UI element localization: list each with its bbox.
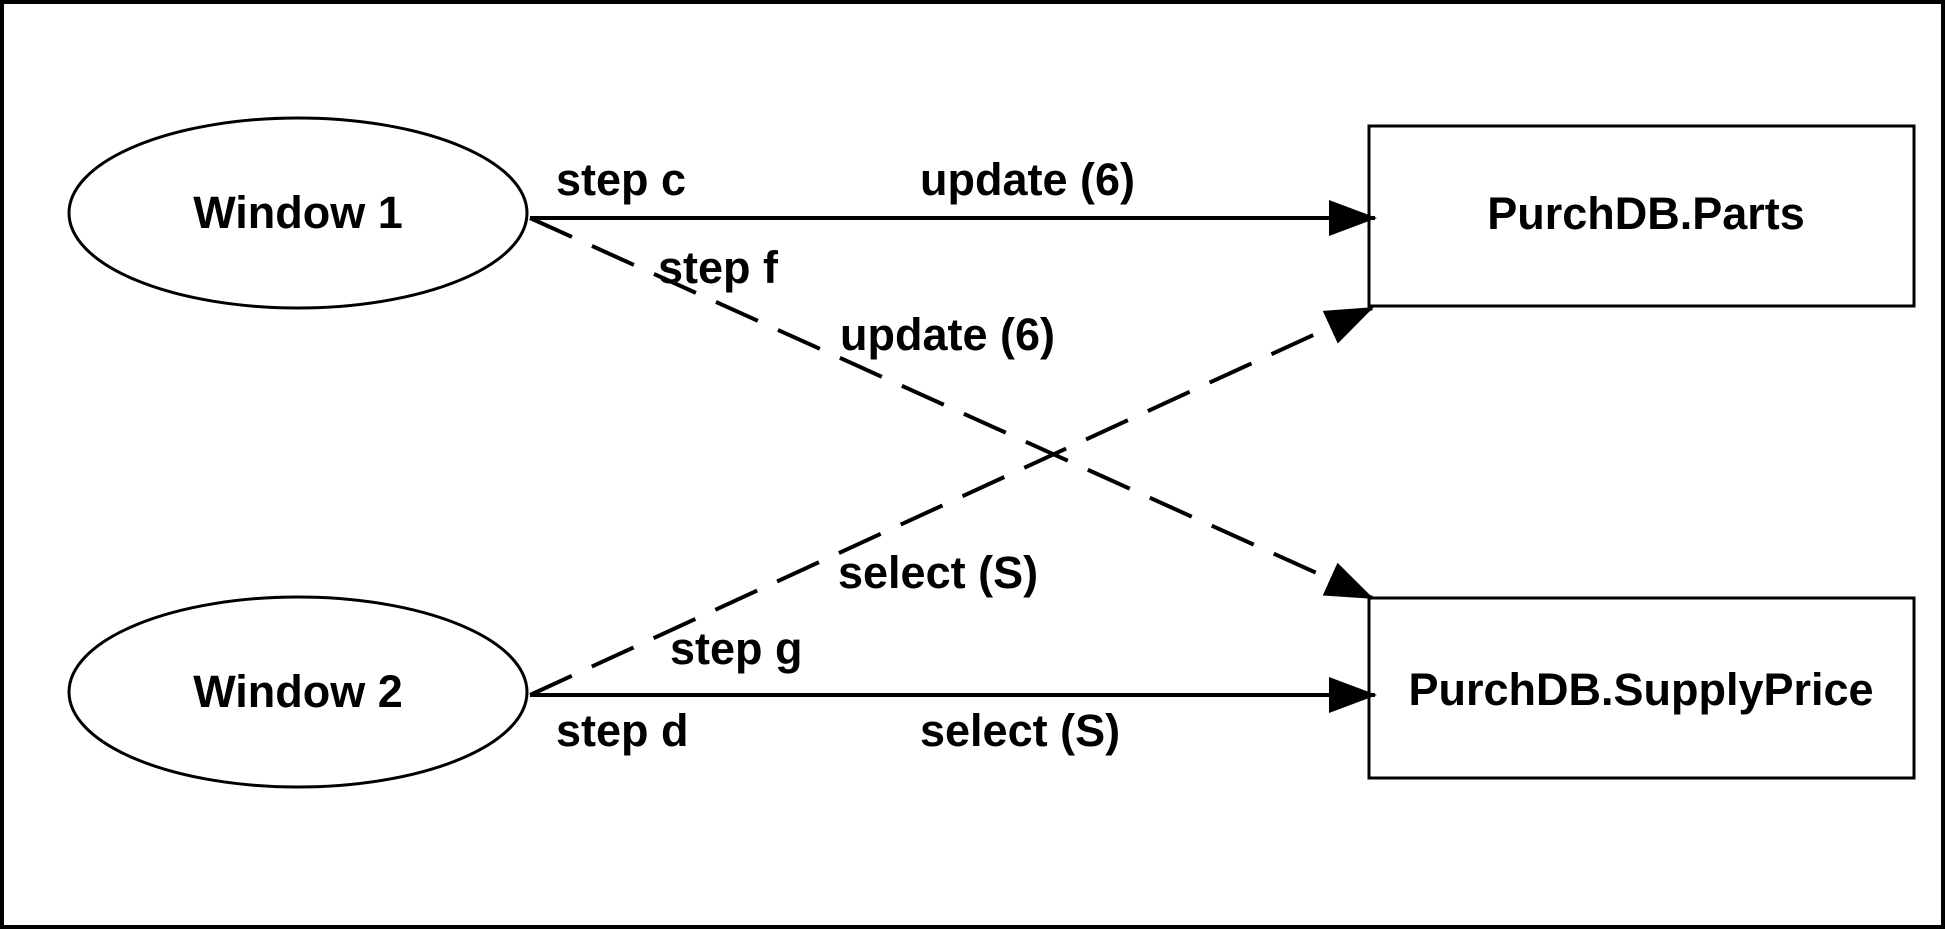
window-2-node	[67, 595, 529, 789]
edge-step-f-action-label: update (6)	[840, 309, 1055, 360]
edge-step-f-line	[529, 216, 1374, 600]
edge-step-c-action-label: update (6)	[920, 154, 1135, 205]
edge-step-d-action-label: select (S)	[920, 705, 1120, 756]
window-2-label: Window 2	[193, 666, 403, 717]
edge-step-g-step-label: step g	[670, 623, 803, 674]
edge-step-d-step-label: step d	[556, 705, 689, 756]
window-1-node	[67, 116, 529, 310]
edge-step-c-step-label: step c	[556, 154, 686, 205]
edge-step-g-action-label: select (S)	[838, 547, 1038, 598]
window-1-label: Window 1	[193, 187, 403, 238]
purchdb-supplyprice-label: PurchDB.SupplyPrice	[1408, 664, 1873, 715]
edge-step-g-line	[529, 306, 1374, 697]
purchdb-parts-label: PurchDB.Parts	[1487, 188, 1805, 239]
edge-step-f-step-label: step f	[658, 242, 779, 293]
